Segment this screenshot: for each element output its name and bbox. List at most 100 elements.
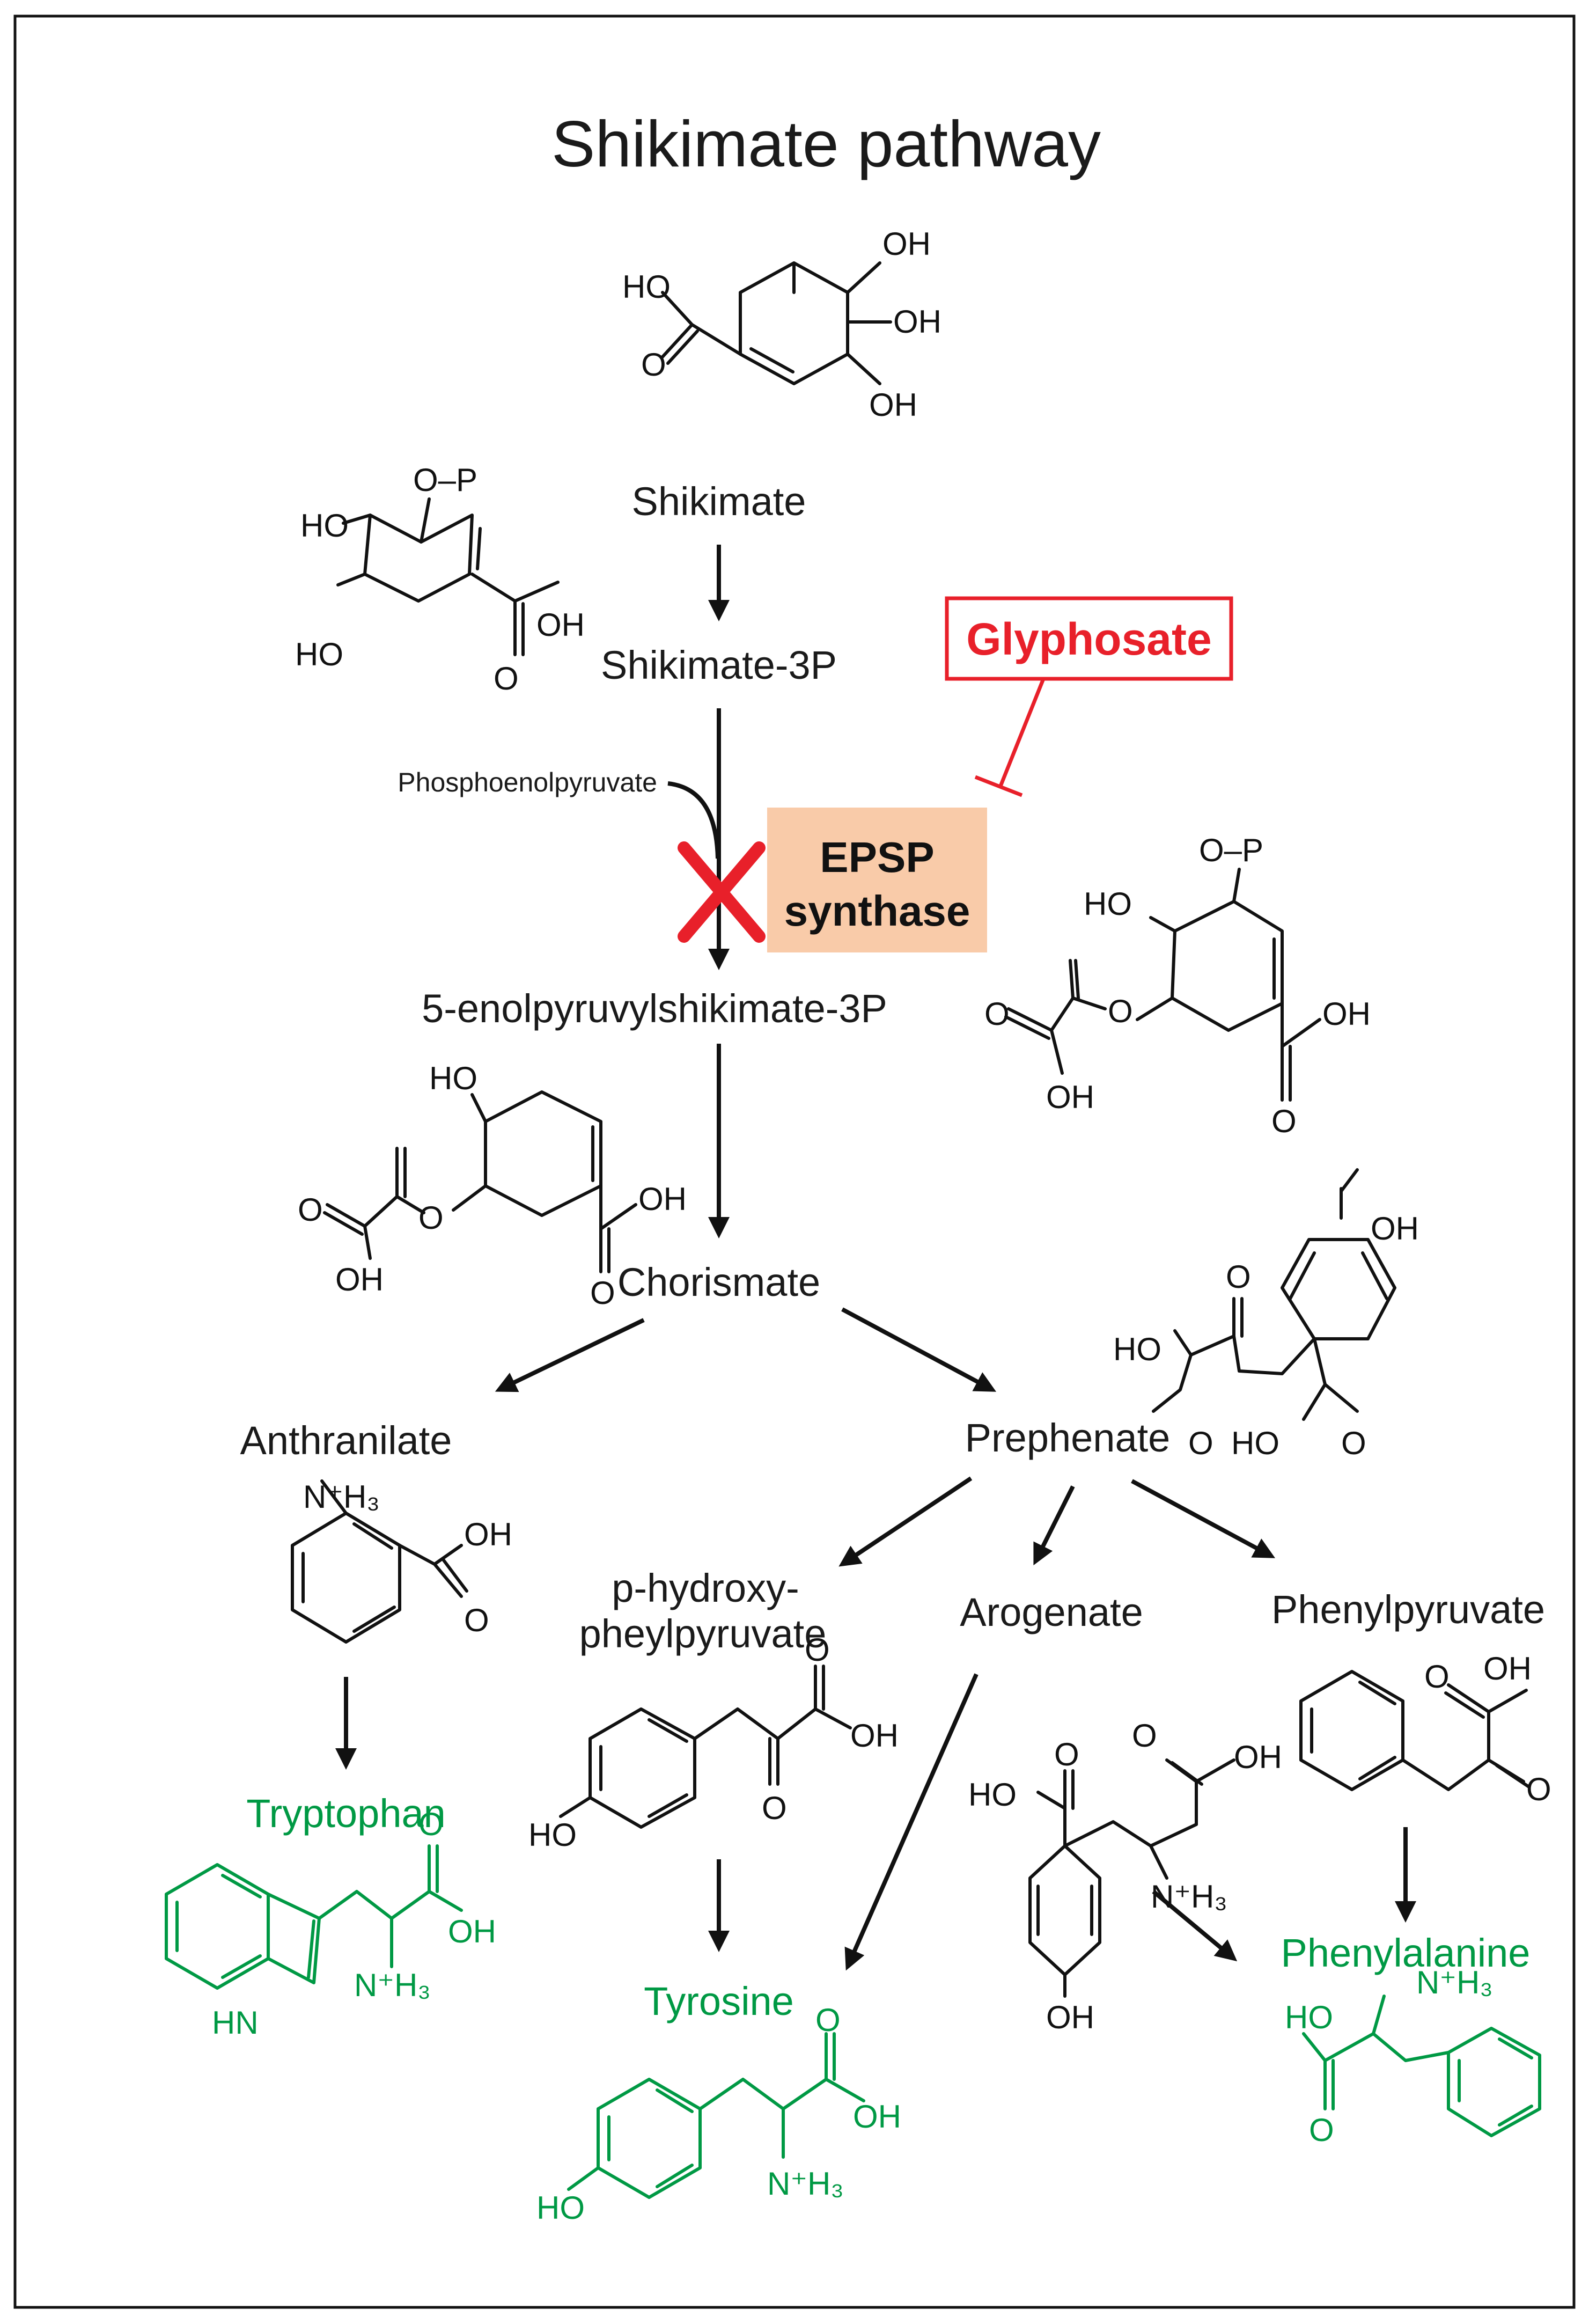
outer-frame <box>13 14 1576 2309</box>
glyphosate-label: Glyphosate <box>966 614 1211 664</box>
arogenate-nh3: N⁺H₃ <box>1151 1879 1227 1915</box>
shikimate-oh-top: OH <box>882 226 931 262</box>
s3p-oh: OH <box>536 607 585 643</box>
epsp-synthase-box <box>767 808 987 952</box>
p-hydroxy-o-acid: O <box>805 1632 830 1668</box>
shikimate-oh-bottom: OH <box>869 387 917 423</box>
arogenate-oh-bottom: OH <box>1046 1999 1094 2035</box>
glyphosate-inhibition-bar <box>974 775 1023 797</box>
arogenate-oh-right: OH <box>1234 1739 1282 1775</box>
s3p-ho-bottom: HO <box>295 636 343 672</box>
phenylpyruvate-o-keto: O <box>1526 1771 1551 1807</box>
label-anthranilate: Anthranilate <box>240 1418 452 1463</box>
shikimate-ho: HO <box>622 269 671 305</box>
glyphosate-inhibition-line <box>998 678 1046 787</box>
tryptophan-nh3: N⁺H₃ <box>354 1967 431 2003</box>
s3p-o: O <box>494 661 519 697</box>
tryptophan-oh: OH <box>448 1914 496 1949</box>
label-phosphoenolpyruvate: Phosphoenolpyruvate <box>398 767 657 797</box>
epsp-op: O–P <box>1199 832 1263 868</box>
prephenate-structure: OH O HO O HO O <box>1113 1168 1419 1461</box>
label-phenylalanine: Phenylalanine <box>1281 1931 1531 1975</box>
label-shikimate: Shikimate <box>632 479 806 524</box>
shikimate-3p-structure: O–P HO HO OH O <box>295 462 585 697</box>
tyrosine-oh: OH <box>853 2099 901 2135</box>
tryptophan-o: O <box>418 1806 444 1842</box>
label-tryptophan: Tryptophan <box>246 1791 446 1836</box>
chorismate-ho: HO <box>429 1060 477 1096</box>
glyphosate-box <box>945 596 1233 681</box>
anthranilate-oh: OH <box>464 1516 512 1552</box>
label-shikimate-3p: Shikimate-3P <box>601 643 837 687</box>
phenylalanine-nh3: N⁺H₃ <box>1416 1964 1493 2000</box>
s3p-op: O–P <box>413 462 477 498</box>
p-hydroxy-oh: OH <box>850 1718 899 1754</box>
phenylalanine-structure: HO N⁺H₃ O <box>1285 1964 1541 2148</box>
anthranilate-nh3: N⁺H₃ <box>303 1479 380 1515</box>
block-x-mark <box>678 841 766 943</box>
prephenate-ho-right: HO <box>1231 1425 1279 1461</box>
epsp-o-right: O <box>1271 1103 1297 1139</box>
prephenate-o-left: O <box>1188 1425 1213 1461</box>
arrow-prephenate-to-arogenate <box>1033 1485 1075 1566</box>
p-hydroxy-ho: HO <box>528 1817 577 1853</box>
epsp-o-ether: O <box>1108 993 1133 1029</box>
p-hydroxyphenylpyruvate-structure: HO O O OH <box>528 1632 899 1853</box>
epsp-oh-left: OH <box>1046 1079 1094 1115</box>
tyrosine-ho: HO <box>536 2190 585 2226</box>
prephenate-oh-top: OH <box>1371 1211 1419 1247</box>
prephenate-ho-left: HO <box>1113 1331 1161 1367</box>
label-chorismate: Chorismate <box>617 1260 820 1304</box>
phenylpyruvate-structure: O OH O <box>1299 1651 1551 1807</box>
chorismate-o-ether: O <box>418 1200 444 1236</box>
tyrosine-o: O <box>815 2002 841 2038</box>
chorismate-structure: HO O OH O O OH <box>298 1060 687 1311</box>
arrow-arogenate-to-phenylalanine <box>1152 1889 1238 1962</box>
label-prephenate: Prephenate <box>965 1416 1171 1460</box>
prephenate-o-right: O <box>1341 1425 1366 1461</box>
p-hydroxy-o-keto: O <box>762 1790 787 1826</box>
anthranilate-o: O <box>464 1602 489 1638</box>
epsp-ho: HO <box>1084 886 1132 922</box>
arogenate-structure: HO O O OH N⁺H₃ OH <box>968 1718 1282 2035</box>
phenylpyruvate-oh: OH <box>1483 1651 1532 1687</box>
chorismate-oh-left: OH <box>335 1262 384 1297</box>
arogenate-o-right: O <box>1132 1718 1157 1754</box>
tyrosine-nh3: N⁺H₃ <box>767 2166 844 2202</box>
phenylalanine-o: O <box>1309 2112 1334 2148</box>
shikimate-structure: OH OH OH HO O <box>622 226 941 423</box>
epsp-synthase-line2: synthase <box>784 887 970 935</box>
chorismate-o-left: O <box>298 1192 323 1228</box>
arrow-prephenate-to-p-hydroxy <box>838 1476 973 1567</box>
epsp-o-left: O <box>984 996 1010 1032</box>
diagram-title: Shikimate pathway <box>551 107 1101 180</box>
chorismate-o-right: O <box>590 1275 615 1311</box>
epsp-synthase-line1: EPSP <box>820 833 934 881</box>
arogenate-o-left: O <box>1054 1736 1079 1772</box>
chorismate-oh-right: OH <box>638 1181 687 1217</box>
tyrosine-structure: HO O OH N⁺H₃ <box>536 2002 901 2226</box>
tryptophan-hn: HN <box>212 2005 259 2041</box>
epsp-structure: O–P HO O OH O O OH <box>984 832 1371 1139</box>
s3p-ho-top: HO <box>300 508 349 544</box>
shikimate-o: O <box>641 347 666 383</box>
label-p-hydroxy-line1: p-hydroxy- <box>612 1566 799 1610</box>
arrow-chorismate-to-anthranilate <box>495 1318 645 1392</box>
arrow-arogenate-to-tyrosine <box>844 1673 979 1971</box>
label-phenylpyruvate: Phenylpyruvate <box>1271 1587 1545 1632</box>
arogenate-ho-left: HO <box>968 1777 1017 1813</box>
label-tyrosine: Tyrosine <box>644 1979 794 2024</box>
anthranilate-structure: N⁺H₃ OH O <box>291 1479 512 1644</box>
pep-input-curve <box>667 781 720 859</box>
arrow-prephenate-to-phenylpyruvate <box>1131 1479 1276 1558</box>
label-p-hydroxy-line2: pheylpyruvate <box>579 1611 827 1656</box>
shikimate-oh-mid: OH <box>893 304 941 340</box>
prephenate-o-keto: O <box>1226 1259 1251 1295</box>
arrow-chorismate-to-prephenate <box>841 1307 997 1392</box>
label-epsp: 5-enolpyruvylshikimate-3P <box>422 986 887 1031</box>
epsp-oh-right: OH <box>1322 996 1371 1032</box>
phenylpyruvate-o-acid: O <box>1424 1659 1450 1695</box>
label-arogenate: Arogenate <box>960 1590 1143 1634</box>
phenylalanine-ho: HO <box>1285 1999 1333 2035</box>
